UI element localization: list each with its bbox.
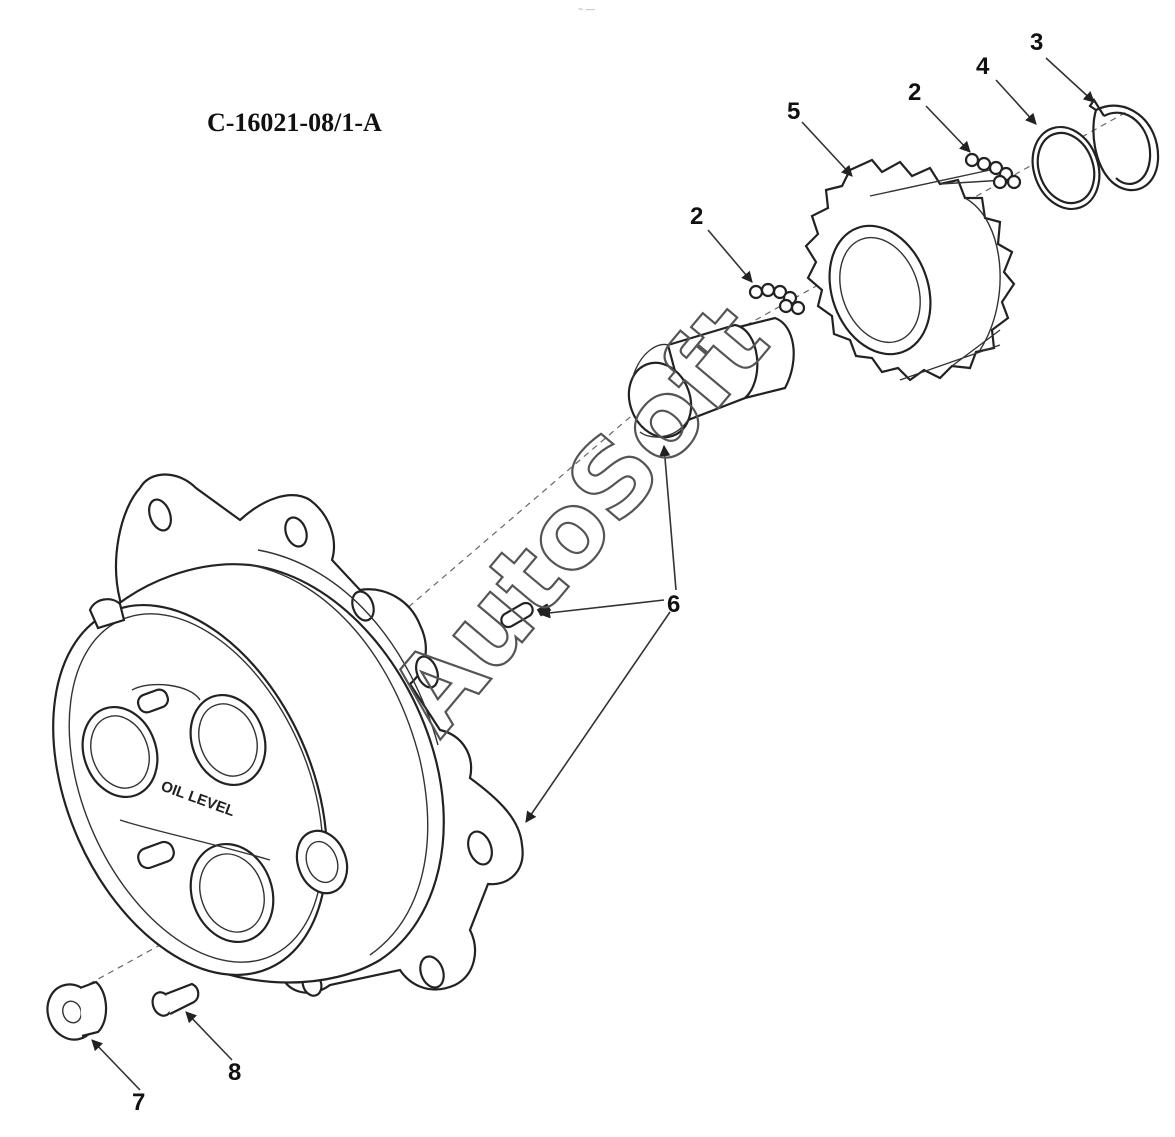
plug	[46, 980, 108, 1041]
callout-7: 7	[132, 1089, 145, 1116]
callout-4: 4	[976, 53, 990, 80]
washer	[1031, 125, 1101, 211]
screw	[151, 982, 200, 1017]
housing-cover: OIL LEVEL	[52, 473, 552, 997]
snap-ring	[1088, 97, 1160, 192]
watermark: AutoSoft	[366, 282, 792, 756]
balls-lower	[748, 282, 806, 316]
callout-6: 6	[667, 591, 680, 618]
callout-2-lower: 2	[690, 203, 703, 230]
top-mark: ~ —	[578, 4, 595, 14]
callout-2-upper: 2	[908, 79, 921, 106]
figure-reference-code: C-16021-08/1-A	[207, 108, 382, 137]
callout-3: 3	[1030, 29, 1043, 56]
balls-upper	[964, 152, 1022, 190]
callout-5: 5	[787, 98, 800, 125]
piston-sleeve	[627, 316, 795, 439]
gear	[804, 158, 1016, 382]
callout-8: 8	[228, 1059, 241, 1086]
